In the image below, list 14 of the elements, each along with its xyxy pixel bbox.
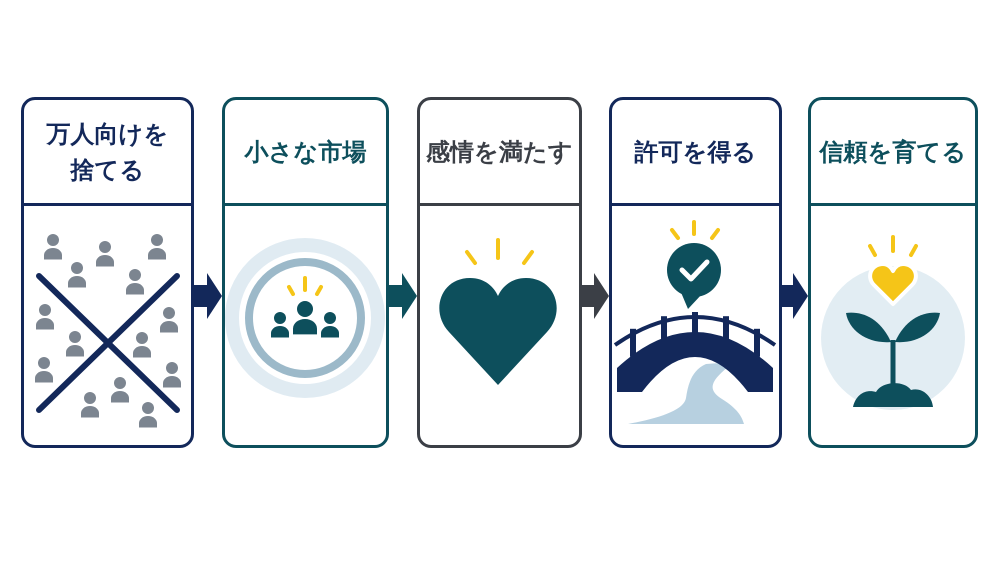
card-title: 万人向けを捨てる [45,118,170,186]
step-card [808,97,978,448]
step-card [21,97,194,448]
card-title: 感情を満たす [426,136,573,168]
step-card [417,97,582,448]
step-card [609,97,782,448]
arrow [782,273,808,319]
card-title: 小さな市場 [244,136,366,168]
card-title: 信頼を育てる [820,136,966,168]
arrow [389,273,417,319]
arrow [582,273,609,319]
step-card [222,97,389,448]
card-title: 許可を得る [634,136,756,168]
arrow [194,273,222,319]
